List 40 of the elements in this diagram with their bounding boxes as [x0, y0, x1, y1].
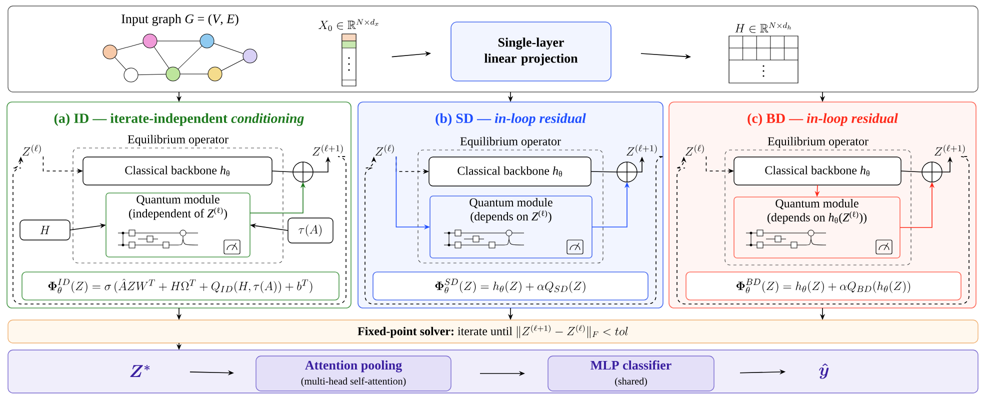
arrow	[12, 156, 346, 304]
arrow	[364, 156, 664, 304]
output-symbol: $Z^*$	[130, 365, 150, 377]
node-label: $H \in \mathbb{R}^{N\times d_h}$	[735, 22, 792, 33]
node-label: Equilibrium operator	[128, 134, 228, 146]
math-label: $Z^{(\ell+1)}$	[312, 144, 343, 156]
module-box: Quantum module (independent of Z$^{(ℓ)}$)	[106, 192, 250, 258]
output-symbol: $\hat{y}$	[819, 363, 829, 379]
sum-circle	[616, 162, 638, 182]
process-box: MLP classifier (shared)	[548, 356, 714, 392]
node-label: $X_0 \in \mathbb{R}^{N\times d_x}$	[318, 19, 378, 31]
module-box: Quantum module (depends on Z$^{(ℓ)}$)	[430, 196, 592, 258]
node-label: Equilibrium operator	[460, 136, 561, 148]
sum-circle	[292, 162, 314, 182]
matrix-drawing: $H \in \mathbb{R}^{N\times d_h}$	[728, 22, 798, 84]
process-box: Classical backbone h$_{θ}$	[82, 156, 272, 186]
process-box: Single-layer linear projection	[450, 22, 612, 82]
vector-drawing: $X_0 \in \mathbb{R}^{N\times d_x}$	[318, 19, 378, 86]
connector-line	[900, 170, 922, 172]
math-label: $Z^{(\ell+1)}$	[626, 144, 657, 156]
equation-box: $\boldsymbol{\Phi}_\theta^{ID}(Z) = \sigma\,(\hat{A}ZW^T + H\Omega^T + Q_{ID}(H,\tau(A)) + b^T)$	[22, 272, 340, 300]
math-label: $Z^{(\ell+1)}$	[934, 144, 965, 156]
math-label: $Z^{(\ell)}$	[22, 144, 41, 156]
heading: Input graph G = (V, E)	[122, 14, 238, 26]
math-label: $Z^{(\ell)}$	[375, 144, 394, 156]
node-label: Equilibrium operator	[768, 136, 868, 148]
process-box: Attention pooling (multi-head self-attention)	[256, 356, 452, 392]
input-box: $H$	[20, 220, 70, 240]
equation-box: $\boldsymbol{\Phi}_\theta^{SD}(Z) = h_\theta(Z) + \alpha Q_{SD}(Z)$	[372, 272, 648, 300]
sum-circle	[922, 162, 942, 182]
solver-bar: $\textbf{Fixed-point solver:}\ \text{iterate until}\ \| Z^{(\ell+1)} - Z^{(\ell)}\|_F < tol$	[8, 320, 978, 344]
connector-line	[590, 171, 618, 172]
module-box: Quantum module (depends on h$_{θ}$(Z$^{(ℓ)}$))	[734, 196, 900, 258]
arrow	[675, 156, 970, 304]
math-label: $Z^{(\ell)}$	[685, 144, 704, 156]
connector-line	[272, 170, 294, 172]
process-box: Classical backbone h$_{θ}$	[428, 156, 592, 186]
input-box: $\tau(A)$	[288, 218, 334, 244]
equation-box: $\boldsymbol{\Phi}_\theta^{BD}(Z) = h_\theta(Z) + \alpha Q_{BD}(h_\theta(Z))$	[686, 272, 962, 300]
process-box: Classical backbone h$_{θ}$	[734, 156, 902, 186]
